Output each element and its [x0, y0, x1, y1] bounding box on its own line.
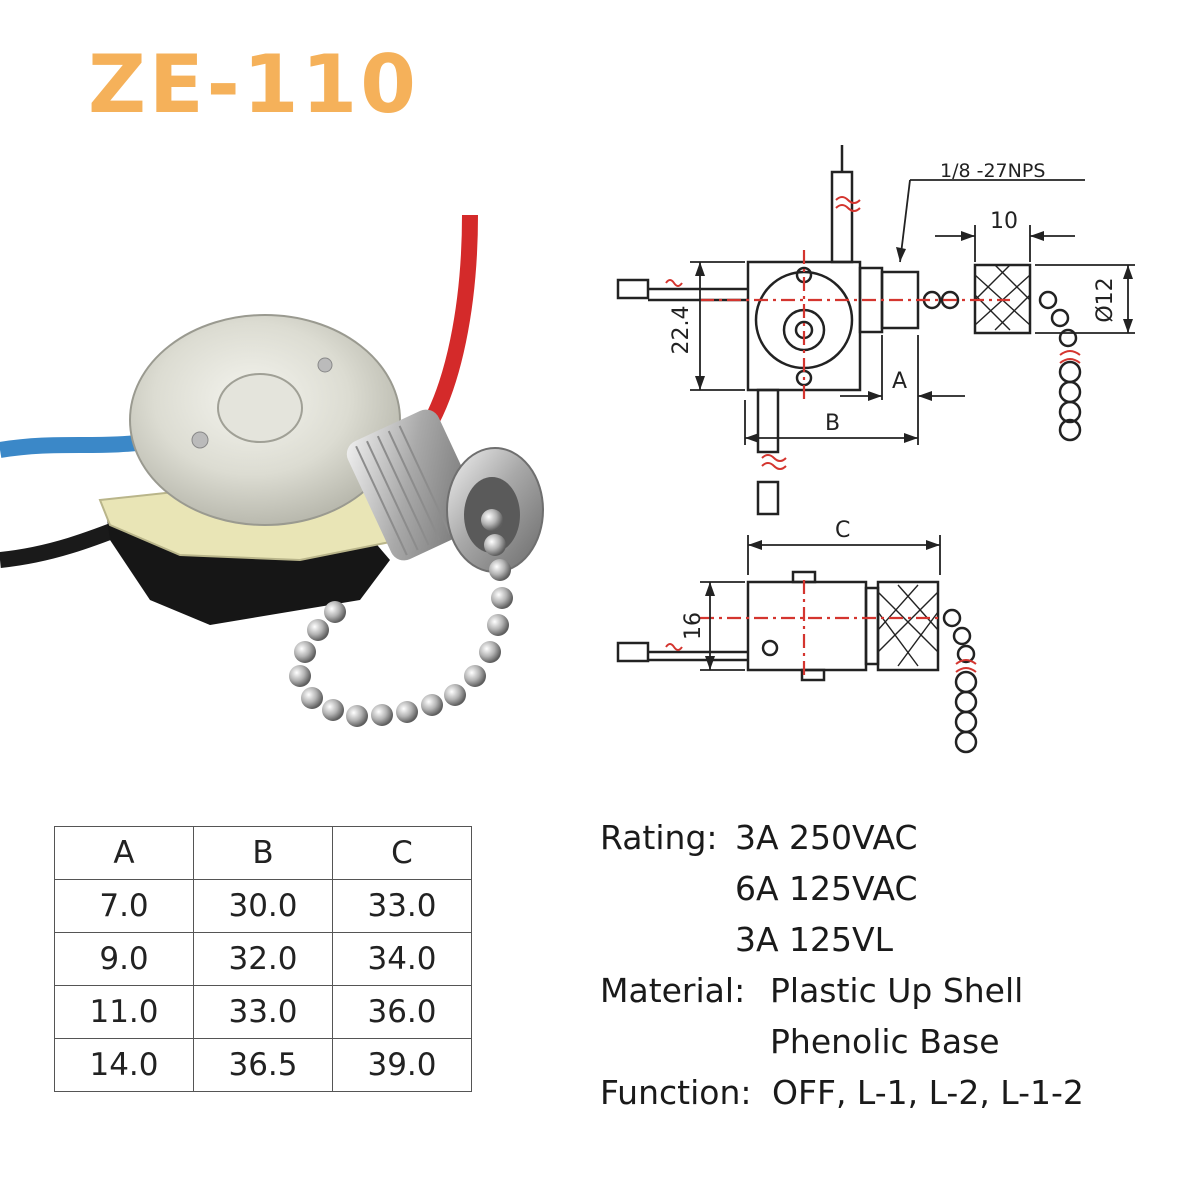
dim-a-label: A [892, 369, 907, 394]
thread-label: 1/8 -27NPS [940, 160, 1045, 182]
table-cell: 36.5 [193, 1038, 333, 1092]
table-header-row: A B C [54, 826, 472, 880]
table-cell: 33.0 [332, 879, 472, 933]
material-label: Material: [600, 971, 746, 1010]
table-cell: 14.0 [54, 1038, 194, 1092]
table-cell: 9.0 [54, 932, 194, 986]
table-row: 14.0 36.5 39.0 [54, 1038, 472, 1092]
knurled-bushing [346, 409, 544, 573]
table-cell: 11.0 [54, 985, 194, 1039]
height-label: 22.4 [669, 306, 694, 355]
table-cell: 7.0 [54, 879, 194, 933]
dim-b-label: B [825, 411, 840, 436]
shell-inner-cam [217, 373, 303, 443]
column-header: A [54, 826, 194, 880]
material-value: Plastic Up Shell [770, 971, 1024, 1010]
rating-value: 3A 125VL [735, 920, 894, 959]
table-cell: 39.0 [332, 1038, 472, 1092]
knob-diameter-label: Ø12 [1093, 277, 1118, 322]
material-value: Phenolic Base [770, 1022, 1000, 1061]
rating-value: 6A 125VAC [735, 869, 918, 908]
dim-c-label: C [835, 518, 850, 543]
side-view-body [746, 580, 868, 672]
side-height-label: 16 [681, 612, 706, 640]
product-photo [0, 214, 544, 727]
table-cell: 36.0 [332, 985, 472, 1039]
column-header: B [193, 826, 333, 880]
pull-chain [289, 509, 513, 727]
table-row: 11.0 33.0 36.0 [54, 985, 472, 1039]
technical-drawing: 1/8 -27NPS 10 Ø12 22.4 A B C 16 [616, 145, 1135, 754]
table-cell: 32.0 [193, 932, 333, 986]
table-cell: 33.0 [193, 985, 333, 1039]
screw-icon [191, 431, 209, 449]
knob-length-label: 10 [990, 209, 1018, 234]
function-label: Function: [600, 1073, 752, 1112]
column-header: C [332, 826, 472, 880]
dimension-table: A B C 7.0 30.0 33.0 9.0 32.0 34.0 11.0 3… [54, 826, 472, 1092]
rating-label: Rating: [600, 818, 718, 857]
table-row: 7.0 30.0 33.0 [54, 879, 472, 933]
table-row: 9.0 32.0 34.0 [54, 932, 472, 986]
table-cell: 34.0 [332, 932, 472, 986]
rating-value: 3A 250VAC [735, 818, 918, 857]
product-title: ZE-110 [88, 38, 419, 131]
screw-icon [317, 357, 333, 373]
function-value: OFF, L-1, L-2, L-1-2 [772, 1073, 1084, 1112]
table-cell: 30.0 [193, 879, 333, 933]
